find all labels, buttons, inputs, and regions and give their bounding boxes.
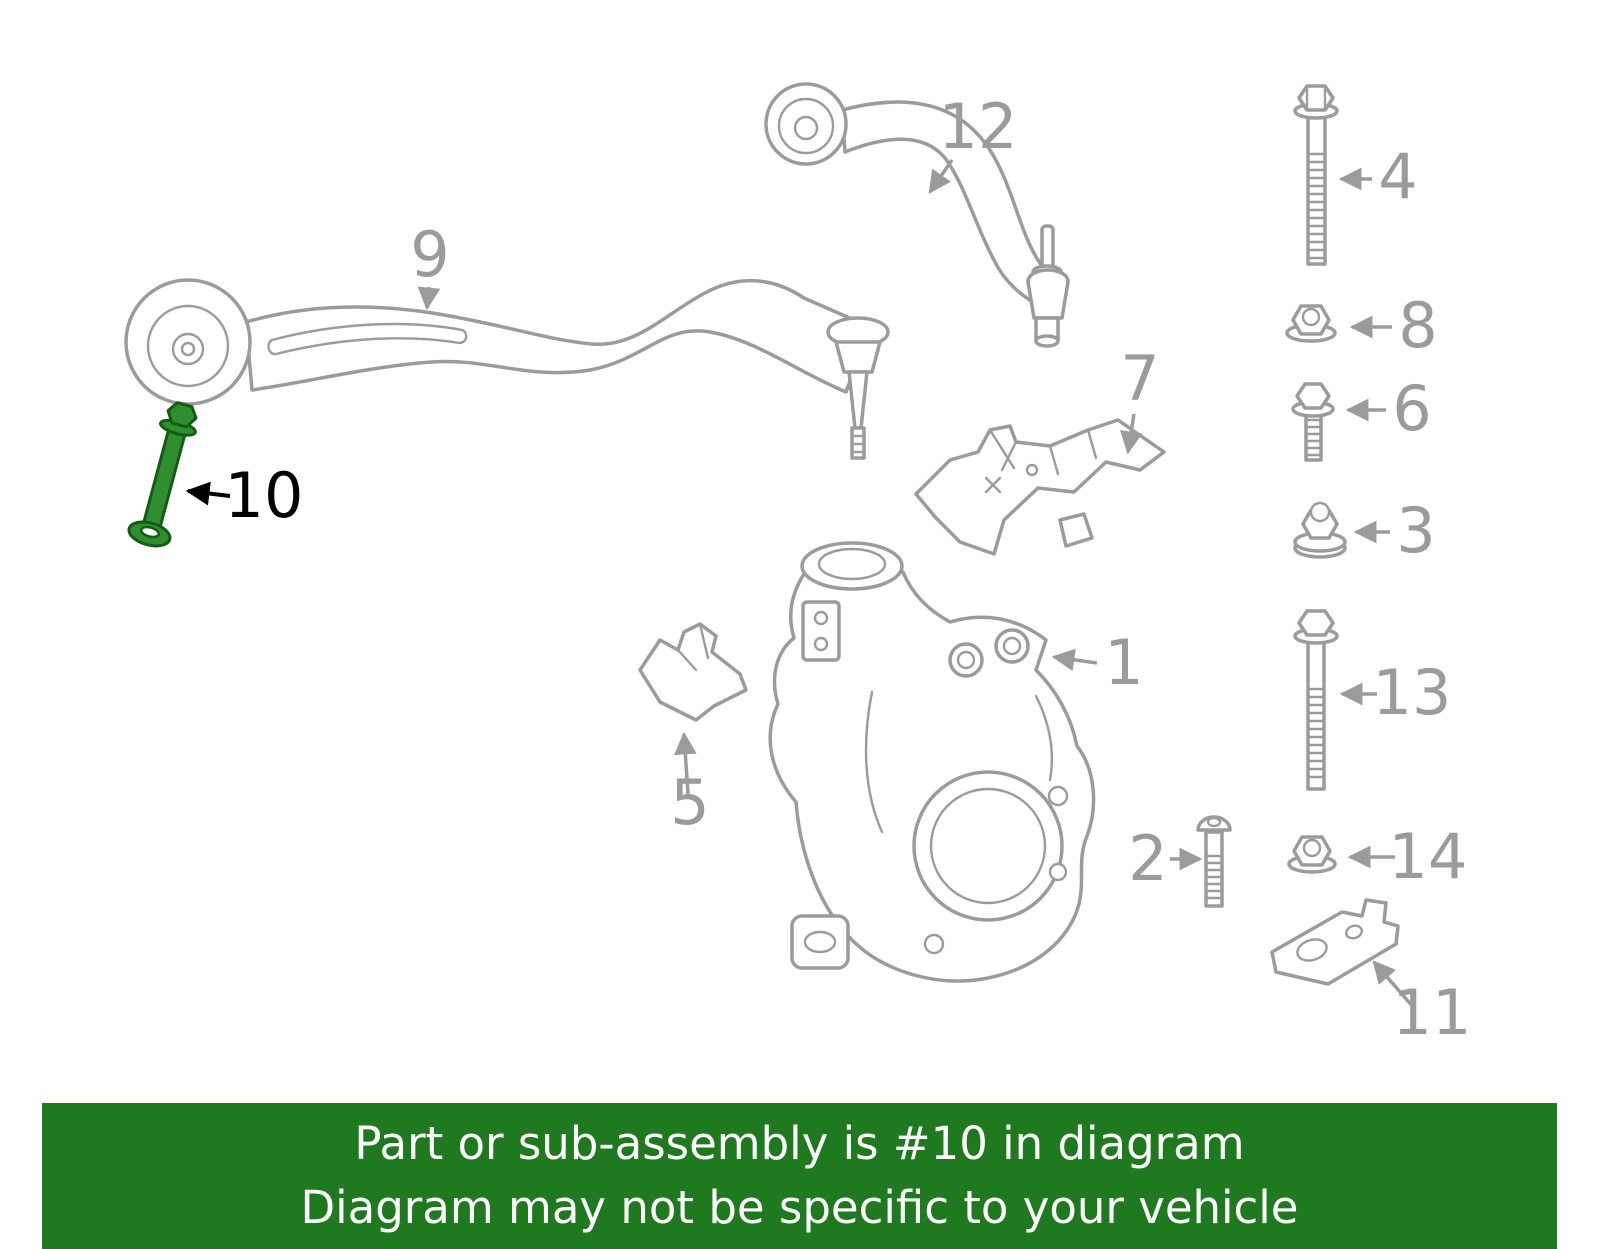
banner-line-2: Diagram may not be specific to your vehi… [300, 1181, 1299, 1234]
part-2-bolt [1196, 815, 1232, 908]
part-14-flange-nut [1287, 835, 1337, 874]
part-label-7: 7 [1120, 342, 1159, 415]
part-12-upper-control-arm [764, 82, 1070, 348]
part-11-arrow [1372, 960, 1416, 1010]
part-5-bracket [638, 622, 748, 722]
part-10-bolt-highlighted [127, 401, 198, 548]
part-label-12: 12 [939, 90, 1018, 163]
part-12-arrow [928, 159, 954, 194]
callouts: 9 12 4 8 6 3 13 14 11 2 1 5 7 10 [185, 90, 1472, 1049]
part-label-4: 4 [1378, 140, 1417, 213]
part-8-flange-nut [1285, 304, 1337, 343]
part-label-3: 3 [1396, 494, 1435, 567]
part-9-lower-control-arm [124, 278, 890, 460]
part-1-arrow [1051, 648, 1098, 672]
part-3-nut [1293, 501, 1347, 559]
part-label-2: 2 [1128, 822, 1167, 895]
part-10-arrow [185, 481, 231, 506]
part-9-arrow [417, 286, 441, 311]
part-label-6: 6 [1392, 372, 1431, 445]
part-label-1: 1 [1104, 626, 1143, 699]
part-label-8: 8 [1398, 289, 1437, 362]
part-7-arrow [1119, 413, 1143, 455]
part-label-9: 9 [410, 218, 449, 291]
part-6-bolt [1291, 382, 1335, 462]
info-banner: Part or sub-assembly is #10 in diagram D… [42, 1103, 1557, 1249]
part-1-steering-knuckle [768, 541, 1096, 983]
part-13-bolt [1293, 609, 1339, 791]
part-label-5: 5 [670, 766, 709, 839]
part-7-bracket [914, 418, 1166, 556]
part-label-10-highlighted: 10 [225, 459, 304, 532]
part-5-arrow [674, 731, 697, 795]
part-4-bolt [1293, 84, 1339, 266]
part-label-14: 14 [1389, 820, 1468, 893]
part-label-13: 13 [1373, 656, 1452, 729]
part-11-plate-bracket [1270, 898, 1400, 986]
banner-line-1: Part or sub-assembly is #10 in diagram [354, 1117, 1245, 1171]
part-label-11: 11 [1393, 976, 1472, 1049]
